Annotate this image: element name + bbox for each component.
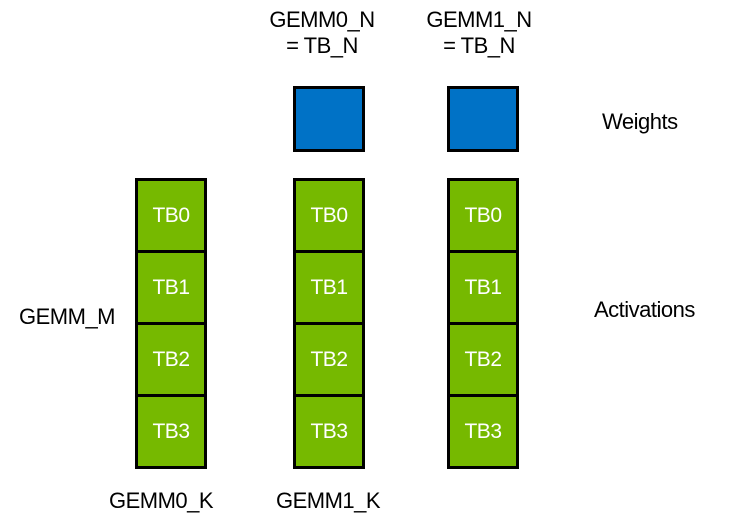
activation-column-1: TB0 TB1 TB2 TB3 [293, 178, 365, 469]
tb-block-label: TB3 [310, 419, 348, 443]
tb-block-label: TB1 [310, 275, 348, 299]
tb-block: TB3 [450, 397, 516, 466]
activation-column-0: TB0 TB1 TB2 TB3 [135, 178, 207, 469]
gemm1-n-label: GEMM1_N = TB_N [399, 7, 559, 59]
activations-label: Activations [594, 297, 695, 322]
weights-label: Weights [602, 109, 678, 134]
gemm0-n-label: GEMM0_N = TB_N [242, 7, 402, 59]
weight-block-gemm1 [447, 86, 519, 152]
tb-block: TB2 [450, 325, 516, 397]
tb-block: TB3 [138, 397, 204, 466]
tb-block: TB1 [138, 253, 204, 325]
gemm1-n-label-line1: GEMM1_N [426, 7, 532, 32]
tb-block: TB3 [296, 397, 362, 466]
weight-block-gemm0 [293, 86, 365, 152]
gemm0-n-label-line1: GEMM0_N [269, 7, 375, 32]
tb-block: TB1 [450, 253, 516, 325]
gemm1-n-label-line2: = TB_N [443, 33, 515, 58]
gemm-m-label: GEMM_M [19, 304, 116, 329]
tb-block-label: TB2 [464, 347, 502, 371]
tb-block: TB0 [450, 181, 516, 253]
tb-block-label: TB0 [152, 203, 190, 227]
gemm0-n-label-line2: = TB_N [286, 33, 358, 58]
activation-column-2: TB0 TB1 TB2 TB3 [447, 178, 519, 469]
tb-block-label: TB1 [464, 275, 502, 299]
tb-block: TB2 [138, 325, 204, 397]
tb-block-label: TB3 [152, 419, 190, 443]
tb-block-label: TB2 [152, 347, 190, 371]
tb-block: TB0 [296, 181, 362, 253]
gemm1-k-label: GEMM1_K [275, 488, 381, 513]
tb-block-label: TB2 [310, 347, 348, 371]
tb-block: TB2 [296, 325, 362, 397]
gemm0-k-label: GEMM0_K [108, 488, 214, 513]
tb-block: TB1 [296, 253, 362, 325]
tb-block-label: TB3 [464, 419, 502, 443]
tb-block: TB0 [138, 181, 204, 253]
tb-block-label: TB0 [464, 203, 502, 227]
tb-block-label: TB0 [310, 203, 348, 227]
tb-block-label: TB1 [152, 275, 190, 299]
